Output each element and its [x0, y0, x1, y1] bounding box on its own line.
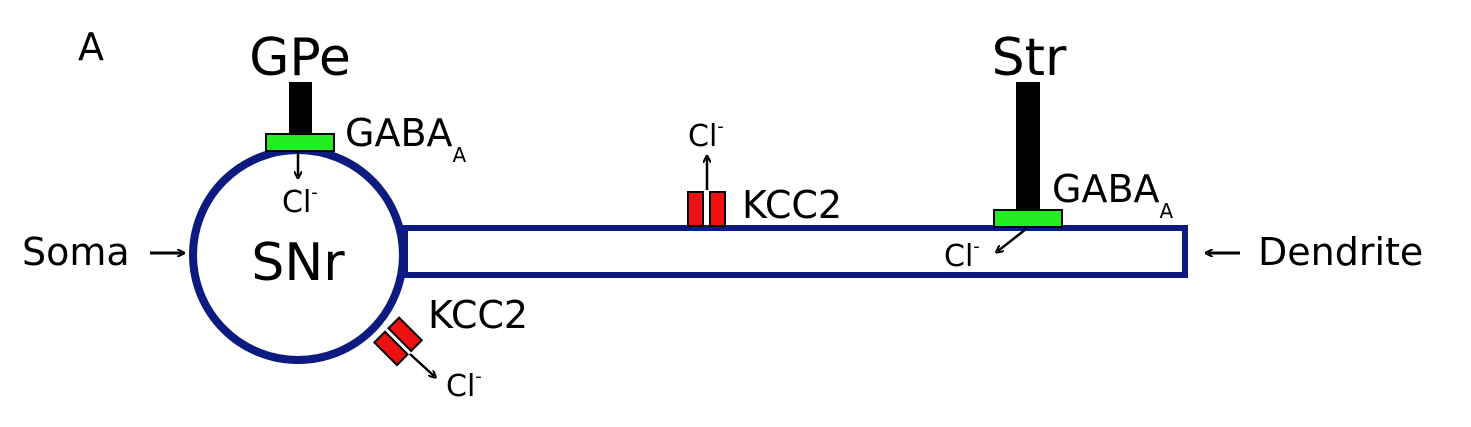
- cl-label-dendrite-kcc2: Cl-: [688, 116, 724, 154]
- gaba-a-soma-subscript: A: [453, 143, 467, 167]
- cl-label-soma-gaba: Cl-: [282, 182, 318, 220]
- gaba-a-receptor-dendrite: [993, 209, 1063, 228]
- cl-dendrite-gaba-symbol: Cl: [944, 239, 973, 274]
- cl-dendrite-kcc2-charge: -: [717, 116, 724, 137]
- cl-soma-kcc2-symbol: Cl: [446, 369, 475, 404]
- cl-soma-gaba-charge: -: [311, 182, 318, 203]
- kcc2-soma-left: [372, 330, 410, 367]
- kcc2-soma-label: KCC2: [428, 293, 528, 337]
- kcc2-dendrite-label: KCC2: [742, 183, 842, 227]
- cl-soma-kcc2-charge: -: [475, 366, 482, 387]
- kcc2-soma-right: [387, 316, 424, 353]
- snr-label: SNr: [251, 233, 345, 293]
- gaba-a-dendrite-name: GABA: [1052, 167, 1160, 211]
- dendrite: [402, 225, 1188, 278]
- gpe-label: GPe: [249, 28, 351, 88]
- kcc2-dendrite-left: [687, 191, 704, 227]
- cl-arrow-soma-kcc2: [409, 353, 434, 376]
- cl-dendrite-gaba-charge: -: [973, 236, 980, 257]
- kcc2-soma: [372, 316, 424, 367]
- gpe-axon: [289, 82, 312, 134]
- gaba-a-receptor-soma: [265, 133, 335, 152]
- soma-label: Soma: [22, 230, 130, 274]
- cl-dendrite-kcc2-symbol: Cl: [688, 119, 717, 154]
- cl-soma-gaba-symbol: Cl: [282, 185, 311, 220]
- gaba-a-soma-name: GABA: [345, 111, 453, 155]
- gaba-a-soma-label: GABAA: [345, 111, 467, 167]
- cl-arrow-dendrite-gaba: [998, 228, 1027, 251]
- gaba-a-dendrite-subscript: A: [1160, 199, 1174, 223]
- dendrite-label: Dendrite: [1258, 230, 1423, 274]
- cl-label-dendrite-gaba: Cl-: [944, 236, 980, 274]
- kcc2-dendrite-right: [709, 191, 726, 227]
- panel-label: A: [78, 25, 104, 69]
- str-label: Str: [992, 28, 1067, 88]
- gaba-a-dendrite-label: GABAA: [1052, 167, 1174, 223]
- str-axon: [1016, 82, 1040, 210]
- cl-label-soma-kcc2: Cl-: [446, 366, 482, 404]
